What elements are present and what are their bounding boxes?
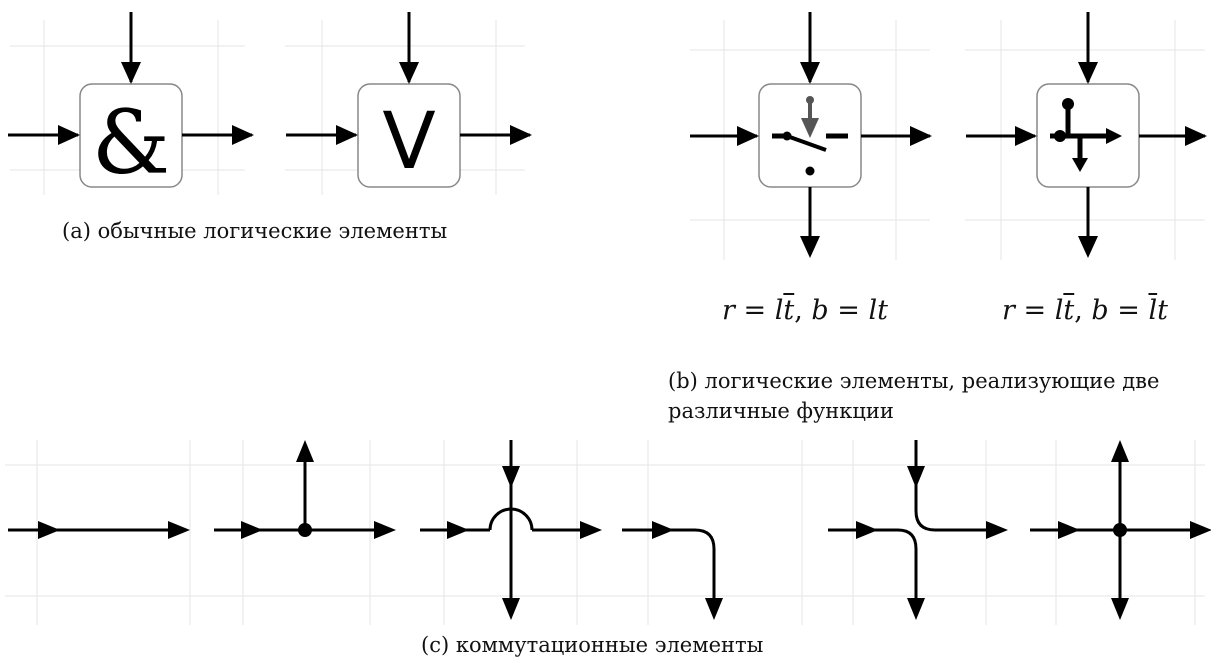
or-symbol: V [382,97,435,187]
formula-left: r = lt, b = lt [722,295,888,326]
and-symbol: & [92,91,170,194]
panel-b [690,12,1207,260]
and-gate: & [8,12,254,194]
panel-c [5,440,1211,625]
splitter-icon [1050,98,1122,172]
grid-c [5,440,1205,625]
caption-b-line2: различные функции [668,399,894,423]
formula-right: r = lt, b = lt [1002,295,1168,326]
caption-c: (c) коммутационные элементы [421,633,764,657]
panel-a: & V [8,12,532,195]
switch-gate-2 [966,12,1207,258]
caption-b-line1: (b) логические элементы, реализующие две [668,369,1160,393]
grid-a [10,20,525,195]
wire-double-turn [828,440,998,612]
switch-gate-1 [690,12,932,258]
or-gate: V [286,12,532,188]
switch-icon [772,96,848,176]
wire-turn-down [622,528,716,612]
grid-b [690,20,1205,260]
caption-a: (a) обычные логические элементы [62,219,448,243]
